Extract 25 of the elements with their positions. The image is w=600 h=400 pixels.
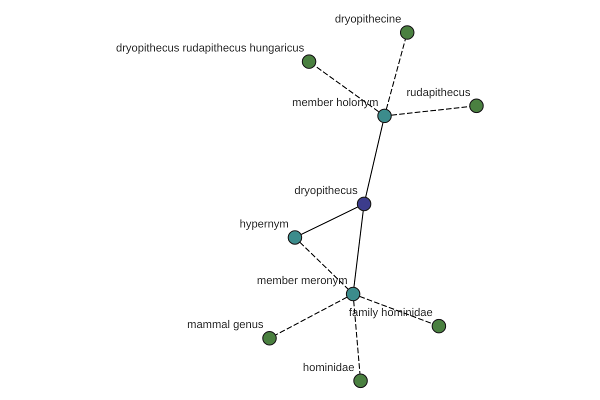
node-label: rudapithecus — [406, 86, 470, 98]
node-circle — [376, 108, 392, 123]
node-label: hominidae — [302, 361, 354, 374]
connector — [390, 106, 470, 116]
node-label: dryopithecus — [294, 184, 358, 196]
connector — [385, 38, 406, 109]
node-circle — [468, 98, 484, 113]
node-label: dryopithecine — [334, 12, 401, 25]
connector — [300, 206, 358, 234]
node-circle — [287, 230, 302, 244]
connector — [352, 300, 360, 374]
node-label: hypernym — [239, 218, 288, 230]
connector — [314, 64, 378, 112]
node-label: dryopithecus rudapithecus hungaricus — [115, 42, 304, 54]
connector — [364, 122, 384, 197]
node-circle — [301, 54, 316, 68]
node-circle — [352, 373, 368, 388]
node-circle — [431, 318, 446, 333]
connector — [274, 296, 347, 336]
node-circle — [345, 286, 360, 301]
node-label: mammal genus — [186, 318, 264, 331]
node-circle — [399, 24, 414, 40]
connector — [352, 210, 364, 287]
node-circle — [356, 196, 371, 211]
node-circle — [262, 330, 276, 345]
